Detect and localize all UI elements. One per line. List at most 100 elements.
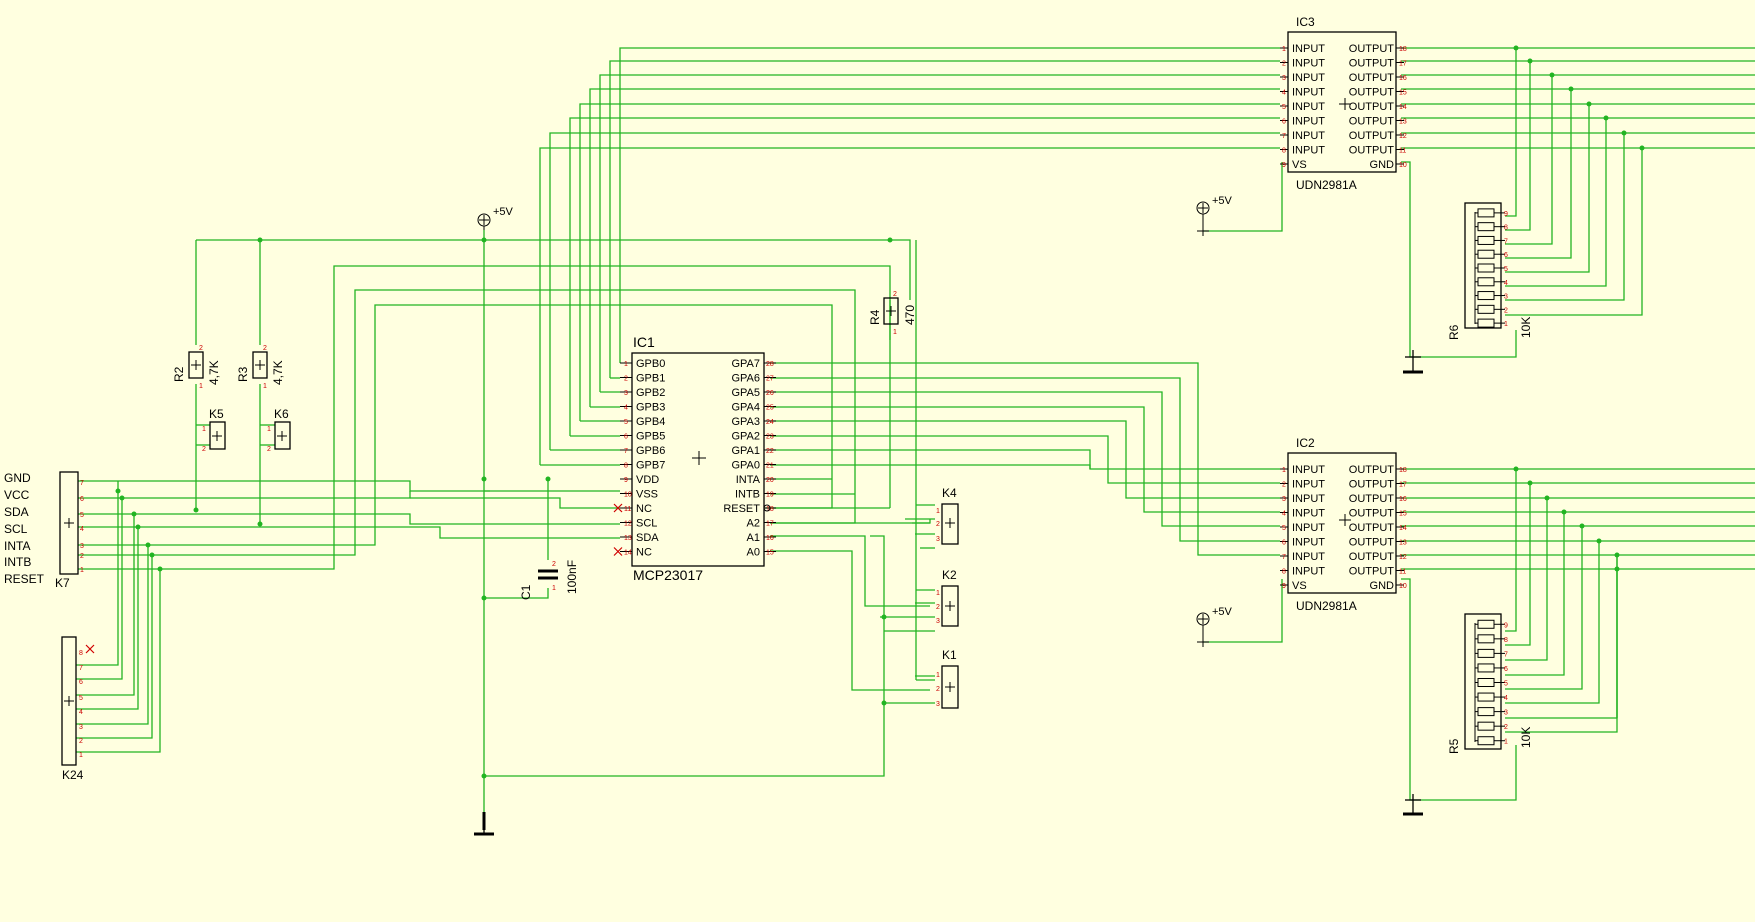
ic1-pin-number: 5 <box>624 419 628 426</box>
udn-pin-number: 13 <box>1399 540 1407 547</box>
network-resistor-element <box>1477 277 1495 287</box>
ic1-pin-label: A0 <box>747 547 760 559</box>
k7-signal-vcc: VCC <box>4 488 30 502</box>
network-pin-number: 4 <box>1504 280 1508 287</box>
udn-output-label: OUTPUT <box>1349 464 1395 476</box>
k7-signal-reset: RESET <box>4 572 45 586</box>
udn-pin-number: 17 <box>1399 61 1407 68</box>
svg-text:3: 3 <box>80 543 84 550</box>
svg-text:R4: R4 <box>868 309 882 325</box>
udn-output-label: OUTPUT <box>1349 87 1395 99</box>
ic1-pin-number: 11 <box>624 506 631 513</box>
resistor-r4: 2 1 R4 470 <box>868 291 917 336</box>
udn-pin-number: 15 <box>1399 90 1407 97</box>
svg-text:R6: R6 <box>1447 324 1461 340</box>
udn-pin-number: 1 <box>1282 467 1286 474</box>
udn-gnd-label: GND <box>1370 159 1395 171</box>
ic1-pin-label: GPB6 <box>636 445 665 457</box>
network-pin-number: 3 <box>1504 710 1508 717</box>
ic1-pin-number: 28 <box>766 361 774 368</box>
udn-input-label: INPUT <box>1292 58 1325 70</box>
udn-input-label: INPUT <box>1292 479 1325 491</box>
reset-inversion-bubble <box>763 504 771 512</box>
udn-input-label: INPUT <box>1292 551 1325 563</box>
udn-output-label: OUTPUT <box>1349 130 1395 142</box>
ic1-pin-label: NC <box>636 547 652 559</box>
jumper-k2: K2 1 2 3 <box>936 568 959 627</box>
k7-signal-gnd: GND <box>4 471 31 485</box>
svg-text:K6: K6 <box>274 407 289 421</box>
ic1-pin-number: 17 <box>766 521 774 528</box>
ic1-pin-number: 13 <box>624 535 632 542</box>
udn-output-label: OUTPUT <box>1349 566 1395 578</box>
udn-input-label: INPUT <box>1292 464 1325 476</box>
svg-text:1: 1 <box>79 752 83 759</box>
ic1-pin-label: GPB7 <box>636 460 665 472</box>
network-resistor-element <box>1477 263 1495 273</box>
svg-text:+5V: +5V <box>1212 606 1233 618</box>
network-pin-number: 7 <box>1504 651 1508 658</box>
svg-text:K5: K5 <box>209 407 224 421</box>
jumper-k1: K1 1 2 3 <box>936 648 959 709</box>
ic1-pin-label: GPB4 <box>636 416 665 428</box>
udn-output-label: OUTPUT <box>1349 43 1395 55</box>
svg-text:K1: K1 <box>942 648 957 662</box>
udn-vs-label: VS <box>1292 580 1307 592</box>
svg-text:6: 6 <box>80 496 84 503</box>
udn-gnd-label: GND <box>1370 580 1395 592</box>
ic1-pin-label: GPA4 <box>731 402 760 414</box>
svg-text:+5V: +5V <box>493 206 514 218</box>
svg-text:UDN2981A: UDN2981A <box>1296 178 1357 192</box>
udn-input-label: INPUT <box>1292 72 1325 84</box>
ic1-pin-number: 23 <box>766 434 774 441</box>
udn-pin-number: 8 <box>1282 148 1286 155</box>
svg-text:R2: R2 <box>172 366 186 382</box>
udn-pin-number: 8 <box>1282 569 1286 576</box>
svg-text:1: 1 <box>936 590 940 597</box>
svg-text:+5V: +5V <box>1212 195 1233 207</box>
ic1-pin-label: VDD <box>636 474 659 486</box>
ic1-mcp23017: IC1 MCP23017 GPB01GPB12GPB23GPB34GPB45GP… <box>613 334 776 583</box>
udn-pin-number: 2 <box>1282 482 1286 489</box>
udn-pin-number: 2 <box>1282 61 1286 68</box>
udn-vs-label: VS <box>1292 159 1307 171</box>
svg-text:2: 2 <box>267 446 271 453</box>
udn-pin-number: 5 <box>1282 525 1286 532</box>
udn-output-label: OUTPUT <box>1349 116 1395 128</box>
ic1-pin-number: 26 <box>766 390 774 397</box>
udn-output-label: OUTPUT <box>1349 522 1395 534</box>
udn-pin-number: 10 <box>1399 583 1407 590</box>
udn-pin-number: 14 <box>1399 525 1407 532</box>
network-resistor-element <box>1477 249 1495 259</box>
svg-text:2: 2 <box>552 561 556 568</box>
svg-text:1: 1 <box>199 383 203 390</box>
udn-pin-number: 4 <box>1282 511 1286 518</box>
udn-pin-number: 18 <box>1399 467 1407 474</box>
network-pin-number: 9 <box>1504 211 1508 218</box>
network-pin-number: 5 <box>1504 266 1508 273</box>
ground-symbol-ic2 <box>1403 794 1423 816</box>
network-pin-number: 7 <box>1504 238 1508 245</box>
ic1-pin-label: GPB3 <box>636 402 665 414</box>
network-resistor-element <box>1477 634 1495 644</box>
network-resistor-element <box>1477 208 1495 218</box>
udn-pin-number: 5 <box>1282 104 1286 111</box>
svg-text:1: 1 <box>936 672 940 679</box>
resistor-r3: 2 1 R3 4,7K <box>236 345 285 390</box>
ic1-pin-label: INTB <box>735 489 760 501</box>
udn-pin-number: 3 <box>1282 496 1286 503</box>
network-resistor-element <box>1477 692 1495 702</box>
svg-text:4,7K: 4,7K <box>207 360 221 385</box>
svg-text:3: 3 <box>936 536 940 543</box>
ic1-pin-number: 22 <box>766 448 774 455</box>
ic1-pin-number: 7 <box>624 448 628 455</box>
svg-text:1: 1 <box>552 585 556 592</box>
ic1-pin-label: NC <box>636 503 652 515</box>
svg-text:2: 2 <box>936 686 940 693</box>
network-pin-number: 1 <box>1504 739 1508 746</box>
ic1-pin-number: 27 <box>766 376 774 383</box>
svg-text:470: 470 <box>903 305 917 325</box>
